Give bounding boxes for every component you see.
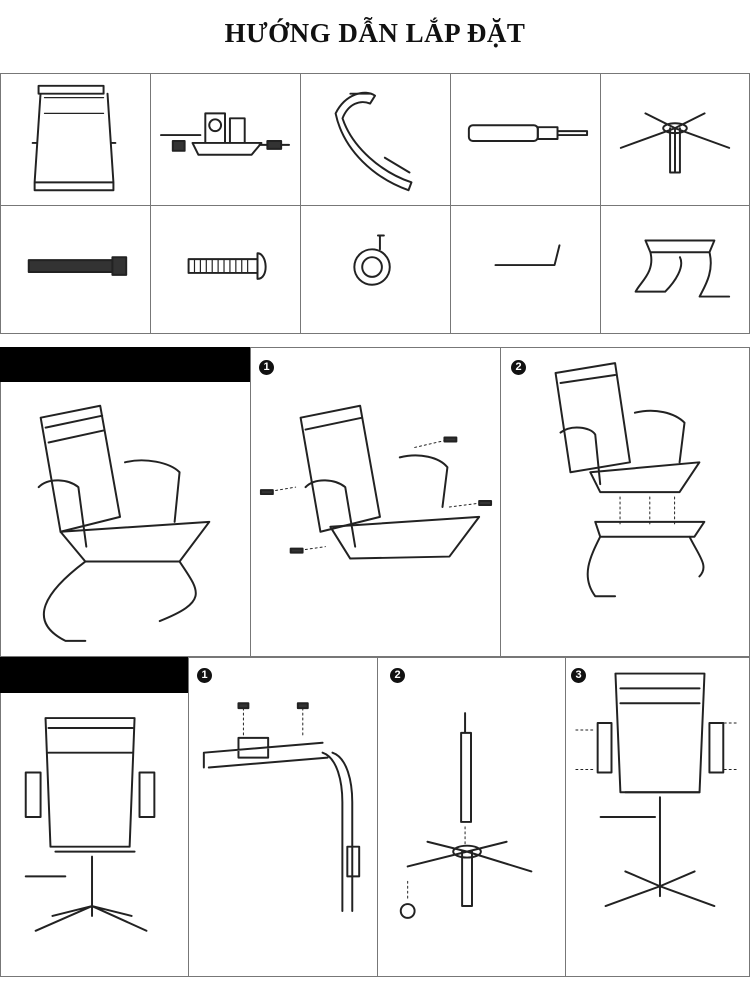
office-step-1: 1 xyxy=(188,657,378,977)
visitor-step-1: 1 xyxy=(250,347,501,657)
section-b-label-bar xyxy=(0,657,188,693)
office-chair-overview xyxy=(0,657,189,977)
step-number: 3 xyxy=(571,668,586,683)
part-short-bolt xyxy=(150,205,301,334)
part-caster-wheel xyxy=(300,205,451,334)
visitor-step-2: 2 xyxy=(500,347,750,657)
part-five-star-base xyxy=(600,73,750,206)
part-armrest xyxy=(300,73,451,206)
part-gas-lift xyxy=(450,73,601,206)
part-long-bolt xyxy=(0,205,151,334)
part-backrest xyxy=(0,73,151,206)
step-number: 2 xyxy=(390,668,405,683)
visitor-chair-overview xyxy=(0,347,251,657)
page-title: HƯỚNG DẪN LẮP ĐẶT xyxy=(224,18,526,48)
part-tilt-mechanism xyxy=(150,73,301,206)
step-number: 1 xyxy=(197,668,212,683)
section-a-label-bar xyxy=(0,347,250,382)
office-step-3: 3 xyxy=(565,657,750,977)
step-number: 1 xyxy=(259,360,274,375)
office-step-2: 2 xyxy=(377,657,566,977)
step-number: 2 xyxy=(511,360,526,375)
part-allen-key xyxy=(450,205,601,334)
part-cantilever-frame xyxy=(600,205,750,334)
